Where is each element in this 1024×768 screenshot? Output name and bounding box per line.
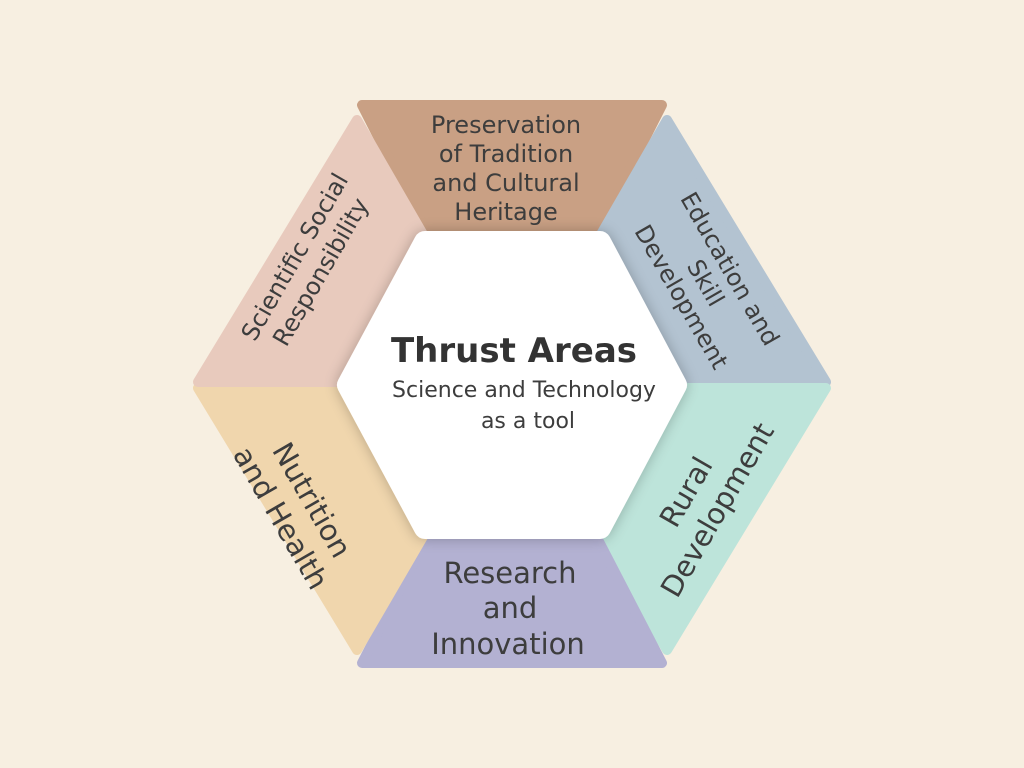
- segment-bottom-line2: and: [483, 591, 538, 625]
- center-title: Thrust Areas: [391, 331, 637, 371]
- segment-top-line4: Heritage: [454, 198, 557, 226]
- segment-bottom-line3: Innovation: [431, 627, 585, 661]
- segment-top-label: Preservation of Tradition and Cultural H…: [431, 111, 581, 226]
- center-subtitle-line2: as a tool: [481, 409, 575, 434]
- center-hexagon: [337, 231, 687, 539]
- segment-top-line3: and Cultural: [432, 169, 579, 197]
- segment-bottom-line1: Research: [443, 556, 576, 590]
- segment-top-line1: Preservation: [431, 111, 581, 139]
- center-subtitle-line1: Science and Technology: [392, 378, 656, 403]
- segment-bottom-label: Research and Innovation: [431, 556, 585, 661]
- segment-top-line2: of Tradition: [439, 140, 573, 168]
